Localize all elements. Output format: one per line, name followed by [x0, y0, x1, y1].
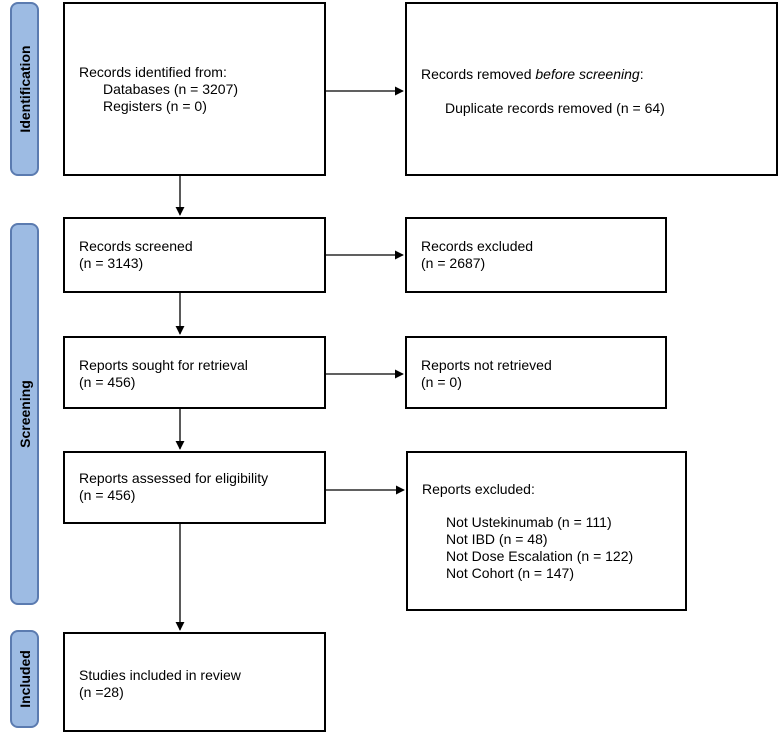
exclusion-reason: Not Ustekinumab (n = 111) [446, 514, 612, 530]
records-excluded-label: Records excluded [421, 238, 534, 254]
records-removed-heading-prefix: Records removed [421, 66, 536, 82]
records-screened-label: Records screened [79, 238, 193, 254]
reports-assessed-label: Reports assessed for eligibility [79, 470, 269, 486]
studies-included-box: Studies included in review (n =28) [63, 632, 326, 732]
reports-assessed-box: Reports assessed for eligibility (n = 45… [63, 451, 326, 524]
studies-included-label: Studies included in review [79, 667, 241, 683]
records-screened-n: (n = 3143) [79, 255, 144, 271]
exclusion-reason: Not Dose Escalation (n = 122) [446, 548, 634, 564]
phase-screening: Screening [10, 223, 39, 605]
reports-excluded-box: Reports excluded: Not Ustekinumab (n = 1… [406, 451, 687, 611]
exclusion-reason: Not IBD (n = 48) [446, 531, 548, 547]
studies-included-n: (n =28) [79, 684, 124, 700]
reports-sought-n: (n = 456) [79, 374, 136, 390]
records-screened-box: Records screened (n = 3143) [63, 217, 326, 293]
records-excluded-box: Records excluded (n = 2687) [405, 217, 667, 293]
reports-not-retrieved-label: Reports not retrieved [421, 357, 552, 373]
reports-not-retrieved-box: Reports not retrieved (n = 0) [405, 336, 667, 409]
records-identified-registers: Registers (n = 0) [103, 98, 207, 114]
reports-assessed-n: (n = 456) [79, 487, 136, 503]
records-removed-heading-suffix: : [639, 66, 644, 82]
reports-excluded-reasons: Not Ustekinumab (n = 111) Not IBD (n = 4… [422, 514, 685, 582]
records-identified-databases: Databases (n = 3207) [103, 81, 239, 97]
records-removed-heading-emph: before screening [535, 66, 640, 82]
duplicate-records-removed: Duplicate records removed (n = 64) [445, 100, 665, 116]
records-removed-heading: Records removed before screening: [421, 66, 776, 83]
reports-sought-label: Reports sought for retrieval [79, 357, 248, 373]
records-excluded-n: (n = 2687) [421, 255, 486, 271]
phase-identification: Identification [10, 2, 39, 176]
reports-sought-box: Reports sought for retrieval (n = 456) [63, 336, 326, 409]
exclusion-reason: Not Cohort (n = 147) [446, 565, 575, 581]
records-identified-box: Records identified from: Databases (n = … [63, 2, 326, 176]
reports-not-retrieved-n: (n = 0) [421, 374, 462, 390]
records-removed-box: Records removed before screening: Duplic… [405, 2, 778, 176]
reports-excluded-heading: Reports excluded: [422, 481, 535, 497]
phase-included: Included [10, 630, 39, 728]
records-identified-heading: Records identified from: [79, 64, 227, 80]
